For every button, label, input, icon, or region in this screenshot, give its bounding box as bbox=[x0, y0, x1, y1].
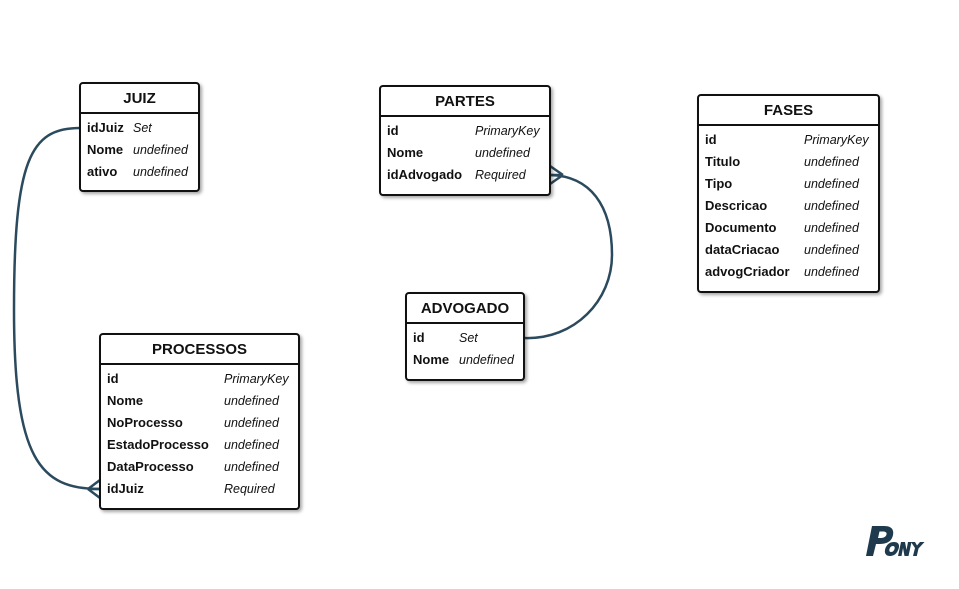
attribute-name: Nome bbox=[87, 142, 124, 157]
attribute-name: Nome bbox=[107, 393, 144, 408]
attribute-name: id bbox=[705, 132, 717, 147]
crows-foot-partes-icon bbox=[549, 164, 564, 186]
attribute-name: Tipo bbox=[705, 176, 733, 191]
attribute-name: advogCriador bbox=[705, 264, 790, 279]
attribute-type: undefined bbox=[804, 265, 859, 279]
attribute-type: undefined bbox=[804, 155, 859, 169]
pony-logo-icon bbox=[866, 526, 925, 556]
attribute-name: id bbox=[107, 371, 119, 386]
entity-title: PARTES bbox=[381, 87, 549, 117]
attribute-row[interactable]: Nome undefined bbox=[407, 349, 523, 371]
attribute-name: NoProcesso bbox=[107, 415, 183, 430]
attribute-name: Nome bbox=[413, 352, 450, 367]
attribute-name: ativo bbox=[87, 164, 118, 179]
attribute-row[interactable]: Descricao undefined bbox=[699, 195, 878, 217]
attribute-type: undefined bbox=[804, 243, 859, 257]
entity-partes[interactable]: PARTES id PrimaryKey Nome undefined idAd… bbox=[379, 85, 551, 196]
attribute-type: Required bbox=[224, 482, 275, 496]
attribute-row[interactable]: Documento undefined bbox=[699, 217, 878, 239]
attribute-name: Descricao bbox=[705, 198, 768, 213]
entity-title: ADVOGADO bbox=[407, 294, 523, 324]
attribute-row[interactable]: id Set bbox=[407, 327, 523, 349]
attribute-type: undefined bbox=[133, 165, 188, 179]
attribute-name: EstadoProcesso bbox=[107, 437, 209, 452]
attribute-type: undefined bbox=[804, 177, 859, 191]
entity-title: JUIZ bbox=[81, 84, 198, 114]
attribute-name: id bbox=[387, 123, 399, 138]
attribute-row[interactable]: idJuiz Set bbox=[81, 117, 198, 139]
attribute-row[interactable]: dataCriacao undefined bbox=[699, 239, 878, 261]
entity-fases[interactable]: FASES id PrimaryKey Titulo undefined Tip… bbox=[697, 94, 880, 293]
attribute-type: PrimaryKey bbox=[804, 133, 869, 147]
attribute-type: undefined bbox=[224, 460, 279, 474]
attribute-row[interactable]: id PrimaryKey bbox=[101, 368, 298, 390]
attribute-row[interactable]: NoProcesso undefined bbox=[101, 412, 298, 434]
attribute-row[interactable]: ativo undefined bbox=[81, 161, 198, 183]
attribute-name: idJuiz bbox=[87, 120, 124, 135]
attribute-row[interactable]: advogCriador undefined bbox=[699, 261, 878, 283]
attribute-row[interactable]: Tipo undefined bbox=[699, 173, 878, 195]
attribute-row[interactable]: Titulo undefined bbox=[699, 151, 878, 173]
attribute-type: PrimaryKey bbox=[224, 372, 289, 386]
attribute-row[interactable]: id PrimaryKey bbox=[699, 129, 878, 151]
attribute-type: undefined bbox=[224, 416, 279, 430]
entity-title: FASES bbox=[699, 96, 878, 126]
entity-title: PROCESSOS bbox=[101, 335, 298, 365]
attribute-name: dataCriacao bbox=[705, 242, 780, 257]
attribute-type: undefined bbox=[804, 199, 859, 213]
attribute-name: Nome bbox=[387, 145, 424, 160]
attribute-name: idAdvogado bbox=[387, 167, 463, 182]
attribute-type: Set bbox=[459, 331, 478, 345]
attribute-row[interactable]: DataProcesso undefined bbox=[101, 456, 298, 478]
attribute-type: Set bbox=[133, 121, 152, 135]
attribute-type: undefined bbox=[475, 146, 530, 160]
attribute-row[interactable]: Nome undefined bbox=[81, 139, 198, 161]
attribute-row[interactable]: idAdvogado Required bbox=[381, 164, 549, 186]
entity-processos[interactable]: PROCESSOS id PrimaryKey Nome undefined N… bbox=[99, 333, 300, 510]
attribute-type: Required bbox=[475, 168, 526, 182]
attribute-name: Documento bbox=[705, 220, 777, 235]
attribute-row[interactable]: Nome undefined bbox=[381, 142, 549, 164]
attribute-name: DataProcesso bbox=[107, 459, 194, 474]
attribute-type: PrimaryKey bbox=[475, 124, 540, 138]
attribute-type: undefined bbox=[224, 394, 279, 408]
entity-advogado[interactable]: ADVOGADO id Set Nome undefined bbox=[405, 292, 525, 381]
attribute-type: undefined bbox=[133, 143, 188, 157]
attribute-row[interactable]: idJuiz Required bbox=[101, 478, 298, 500]
attribute-row[interactable]: EstadoProcesso undefined bbox=[101, 434, 298, 456]
attribute-name: idJuiz bbox=[107, 481, 144, 496]
attribute-type: undefined bbox=[804, 221, 859, 235]
relationship-advogado-partes[interactable] bbox=[523, 173, 614, 340]
attribute-type: undefined bbox=[224, 438, 279, 452]
entity-juiz[interactable]: JUIZ idJuiz Set Nome undefined ativo und… bbox=[79, 82, 200, 192]
attribute-type: undefined bbox=[459, 353, 514, 367]
attribute-name: id bbox=[413, 330, 425, 345]
attribute-row[interactable]: id PrimaryKey bbox=[381, 120, 549, 142]
attribute-row[interactable]: Nome undefined bbox=[101, 390, 298, 412]
attribute-name: Titulo bbox=[705, 154, 741, 169]
